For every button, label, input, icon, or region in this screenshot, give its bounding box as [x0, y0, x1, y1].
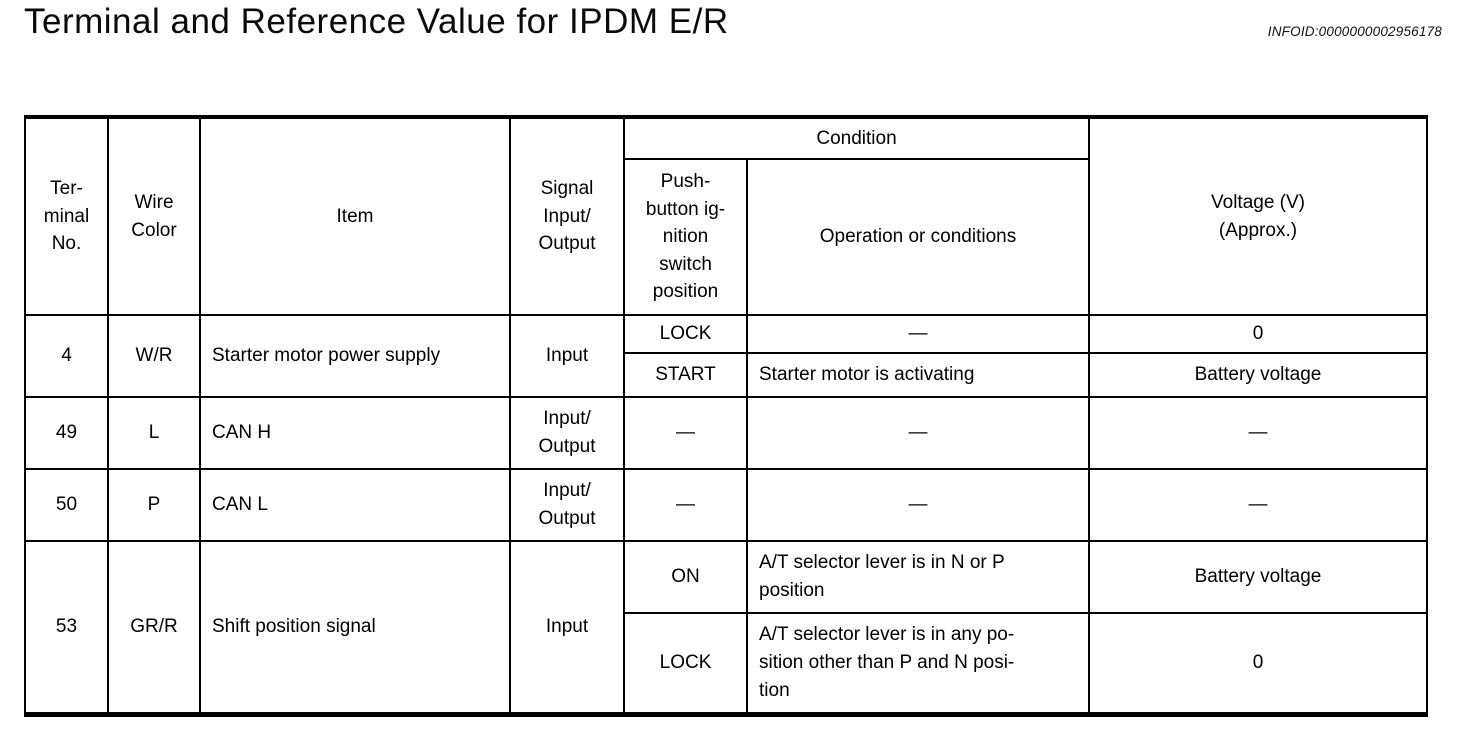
operation-cell: — [746, 468, 1090, 542]
ignition-position-cell: — [623, 468, 748, 542]
table-row: LOCK A/T selector lever is in any po- si… [25, 612, 1428, 715]
wire-color-cell: GR/R [107, 540, 201, 715]
header-item: Item [199, 116, 511, 316]
voltage-cell: Battery voltage [1088, 540, 1428, 614]
item-cell: Starter motor power supply [199, 314, 511, 398]
operation-cell: — [746, 396, 1090, 470]
operation-cell: A/T selector lever is in any po- sition … [746, 612, 1090, 715]
signal-cell: Input [509, 314, 625, 398]
wire-color-cell: P [107, 468, 201, 542]
table-row: 50 P CAN L Input/ Output — — — [24, 468, 1428, 542]
table-row: 4 W/R Starter motor power supply Input L… [24, 314, 1428, 398]
terminal-no-cell: 53 [24, 540, 109, 715]
ignition-position-cell: START [623, 352, 748, 398]
page-title: Terminal and Reference Value for IPDM E/… [24, 2, 729, 41]
wire-color-cell: W/R [107, 314, 201, 398]
ignition-position-cell: LOCK [623, 612, 748, 715]
header-signal-io: Signal Input/ Output [509, 116, 625, 316]
item-cell: CAN H [199, 396, 511, 470]
header-ignition-position: Push- button ig- nition switch position [623, 158, 748, 316]
header-operation-conditions: Operation or conditions [746, 158, 1090, 316]
signal-cell: Input/ Output [509, 396, 625, 470]
table-row: START Starter motor is activating Batter… [25, 352, 1428, 398]
item-cell: Shift position signal [199, 540, 511, 715]
ignition-position-cell: LOCK [623, 314, 748, 354]
terminal-reference-table: Ter- minal No. Wire Color Item Signal In… [24, 115, 1428, 717]
signal-cell: Input [509, 540, 625, 715]
operation-cell: Starter motor is activating [746, 352, 1090, 398]
signal-cell: Input/ Output [509, 468, 625, 542]
terminal-no-cell: 49 [24, 396, 109, 470]
terminal-no-cell: 50 [24, 468, 109, 542]
table-row: 53 GR/R Shift position signal Input ON A… [24, 540, 1428, 715]
operation-cell: A/T selector lever is in N or P position [746, 540, 1090, 614]
voltage-cell: 0 [1088, 314, 1428, 354]
voltage-cell: Battery voltage [1088, 352, 1428, 398]
wire-color-cell: L [107, 396, 201, 470]
ignition-position-cell: ON [623, 540, 748, 614]
operation-cell: — [746, 314, 1090, 354]
header-voltage: Voltage (V) (Approx.) [1088, 116, 1428, 316]
terminal-no-cell: 4 [24, 314, 109, 398]
voltage-cell: 0 [1088, 612, 1428, 715]
item-cell: CAN L [199, 468, 511, 542]
voltage-cell: — [1088, 468, 1428, 542]
voltage-cell: — [1088, 396, 1428, 470]
header-condition: Condition [623, 116, 1090, 160]
infoid-label: INFOID:0000000002956178 [1267, 24, 1442, 39]
header-terminal-no: Ter- minal No. [24, 116, 109, 316]
header-wire-color: Wire Color [107, 116, 201, 316]
table-row: 49 L CAN H Input/ Output — — — [24, 396, 1428, 470]
ignition-position-cell: — [623, 396, 748, 470]
